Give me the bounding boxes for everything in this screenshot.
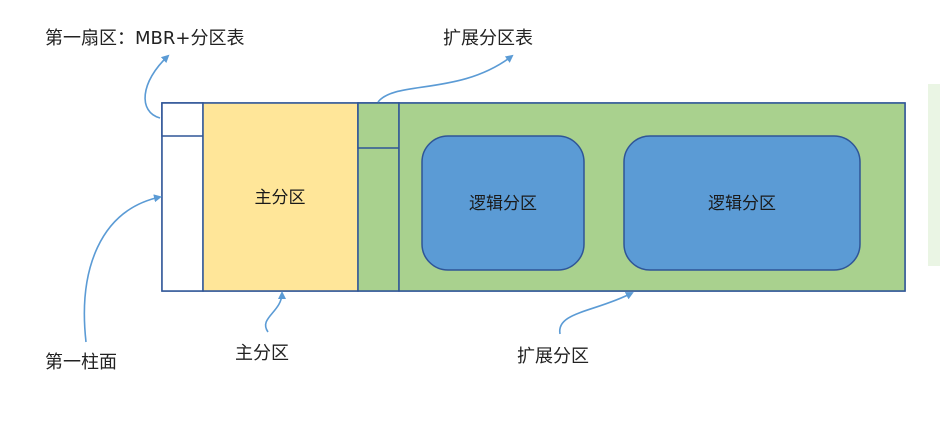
arrow-first-cylinder [83, 194, 162, 343]
right-edge-panel [928, 84, 940, 266]
extended-partition-table-label: 扩展分区表 [443, 28, 533, 49]
primary-partition-block [202, 102, 359, 292]
logical-partition-label-2: 逻辑分区 [708, 194, 776, 214]
first-sector-label: 第一扇区：MBR+分区表 [45, 28, 244, 49]
arrow-extended-partition [559, 292, 634, 335]
logical-partition-block-1 [421, 135, 585, 271]
logical-partition-block-2 [623, 135, 861, 271]
first-cylinder-label: 第一柱面 [45, 352, 117, 373]
primary-partition-bottom-label: 主分区 [235, 343, 289, 364]
primary-partition-label: 主分区 [255, 188, 306, 208]
arrow-first-sector [144, 54, 170, 119]
logical-partition-label-1: 逻辑分区 [469, 194, 537, 214]
mbr-sector-box [161, 102, 204, 137]
arrow-primary-partition [264, 291, 286, 333]
arrow-extended-table [377, 54, 514, 103]
extended-partition-bottom-label: 扩展分区 [517, 346, 589, 367]
extended-table-box [357, 102, 400, 149]
